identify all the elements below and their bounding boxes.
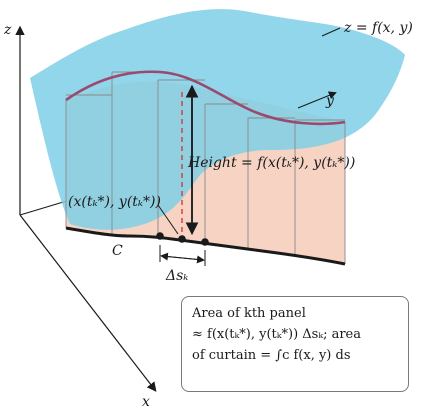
curve-label: C bbox=[112, 243, 123, 259]
point-mid bbox=[178, 235, 186, 243]
z-axis-label: z bbox=[3, 22, 12, 38]
surface bbox=[30, 9, 405, 230]
info-box: Area of kth panel ≈ f(x(tₖ*), y(tₖ*)) Δs… bbox=[181, 296, 409, 392]
x-axis-label: x bbox=[142, 394, 150, 410]
info-line-2: ≈ f(x(tₖ*), y(tₖ*)) Δsₖ; area bbox=[192, 327, 361, 342]
surface-curve bbox=[65, 70, 346, 126]
x-axis bbox=[19, 214, 157, 392]
surface-label: z = f(x, y) bbox=[343, 20, 413, 36]
info-line-3: of curtain = ∫ᴄ f(x, y) ds bbox=[192, 348, 351, 363]
y-axis-label: y bbox=[325, 93, 335, 109]
point-end bbox=[201, 238, 209, 246]
delta-s-bracket bbox=[159, 245, 206, 266]
point-label: (x(tₖ*), y(tₖ*)) bbox=[68, 194, 161, 210]
info-line-1: Area of kth panel bbox=[192, 306, 306, 321]
x-axis-far bbox=[19, 199, 71, 216]
point-leader bbox=[157, 204, 179, 235]
height-label: Height = f(x(tₖ*), y(tₖ*)) bbox=[187, 155, 355, 171]
y-axis-pointer bbox=[297, 91, 337, 109]
delta-s-label: Δsₖ bbox=[165, 268, 188, 284]
point-start bbox=[156, 232, 164, 240]
surface-leader bbox=[321, 27, 341, 37]
